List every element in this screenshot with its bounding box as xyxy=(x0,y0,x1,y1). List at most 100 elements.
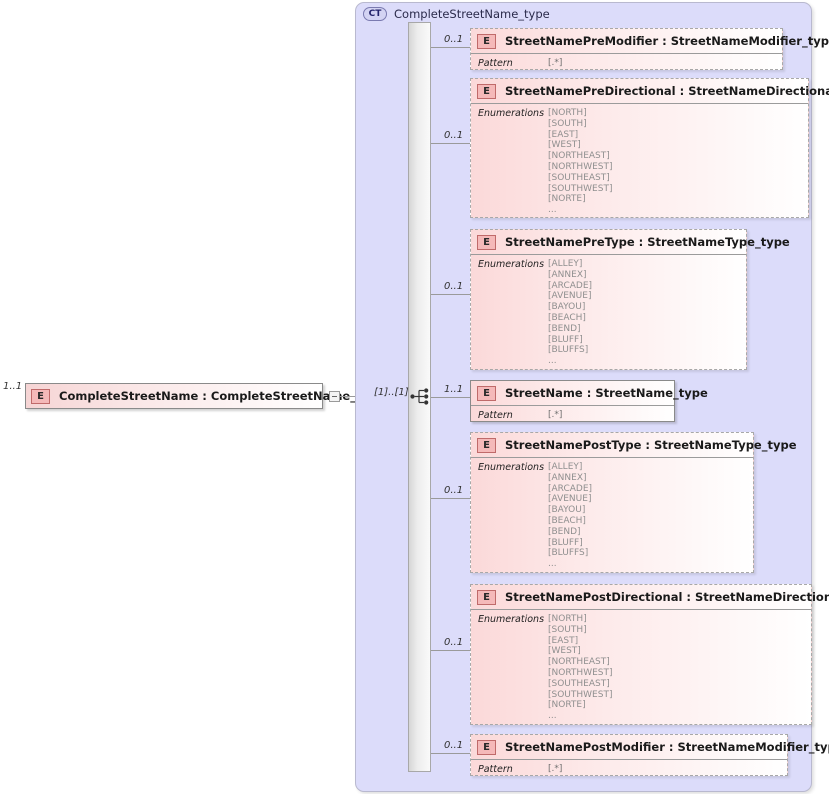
facet-value-line: [SOUTHWEST] xyxy=(548,689,613,700)
element-badge-icon: E xyxy=(477,33,496,49)
cardinality-3: 1..1 xyxy=(444,384,464,395)
facet-value-line: [NORTHWEST] xyxy=(548,161,613,172)
node-facets: Enumerations [ALLEY][ANNEX][ARCADE][AVEN… xyxy=(471,255,746,372)
node-label: StreetNamePostModifier : StreetNameModif… xyxy=(505,740,829,754)
node-facets: Pattern [.*] xyxy=(471,54,782,75)
node-header: E StreetNamePostType : StreetNameType_ty… xyxy=(471,433,797,458)
complextype-badge-icon: CT xyxy=(363,7,387,21)
node-label: StreetName : StreetName_type xyxy=(505,386,708,400)
element-node-street-name[interactable]: E StreetName : StreetName_type Pattern [… xyxy=(470,380,708,422)
facet-value-line: [SOUTHEAST] xyxy=(548,678,610,689)
element-node-street-name-pre-type[interactable]: E StreetNamePreType : StreetNameType_typ… xyxy=(470,229,790,372)
cardinality-4: 0..1 xyxy=(444,485,464,496)
facet-value-line: [EAST] xyxy=(548,129,579,140)
cardinality-2: 0..1 xyxy=(444,281,464,292)
element-node-street-name-post-type[interactable]: E StreetNamePostType : StreetNameType_ty… xyxy=(470,432,797,573)
facet-values: [.*] xyxy=(548,58,562,70)
facet-values: [NORTH][SOUTH][EAST][WEST][NORTHEAST][NO… xyxy=(548,614,613,722)
collapse-toggle-icon[interactable] xyxy=(329,391,340,402)
facet-value-line: [WEST] xyxy=(548,140,581,151)
facet-name: Pattern xyxy=(478,410,513,421)
node-header: E StreetNamePreDirectional : StreetNameD… xyxy=(471,79,829,104)
node-label: StreetNamePostDirectional : StreetNameDi… xyxy=(505,590,829,604)
facet-value-line: ... xyxy=(548,559,557,570)
element-badge-icon: E xyxy=(477,739,496,755)
element-node-street-name-post-directional[interactable]: E StreetNamePostDirectional : StreetName… xyxy=(470,584,829,727)
facet-value-line: ... xyxy=(548,356,557,367)
node-facets: Enumerations [NORTH][SOUTH][EAST][WEST][… xyxy=(471,104,808,221)
facet-value-line: [SOUTH] xyxy=(548,118,587,129)
root-cardinality: 1..1 xyxy=(3,381,23,392)
facet-value-line: [NORTHEAST] xyxy=(548,151,610,162)
facet-value-line: [ARCADE] xyxy=(548,483,593,494)
element-badge-icon: E xyxy=(477,83,496,99)
facet-value-line: [.*] xyxy=(548,410,563,420)
connector-line-4 xyxy=(431,498,470,499)
root-link-cardinality: [1]..[1] xyxy=(374,387,409,398)
facet-value-line: [.*] xyxy=(548,764,563,774)
facet-name: Enumerations xyxy=(478,614,545,625)
node-facets: Pattern [.*] xyxy=(471,406,674,427)
facet-value-line: [ANNEX] xyxy=(548,269,587,280)
cardinality-0: 0..1 xyxy=(444,34,464,45)
connector-line-1 xyxy=(431,143,470,144)
element-node-street-name-post-modifier[interactable]: E StreetNamePostModifier : StreetNameMod… xyxy=(470,734,829,776)
facet-value-line: [SOUTHEAST] xyxy=(548,172,610,183)
facet-name: Enumerations xyxy=(478,259,545,270)
facet-values: [ALLEY][ANNEX][ARCADE][AVENUE][BAYOU][BE… xyxy=(548,259,592,367)
facet-value-line: [BLUFFS] xyxy=(548,345,589,356)
node-header: E StreetNamePostDirectional : StreetName… xyxy=(471,585,829,610)
facet-value-line: [.*] xyxy=(548,58,563,68)
facet-value-line: [WEST] xyxy=(548,646,581,657)
cardinality-6: 0..1 xyxy=(444,740,464,751)
facet-value-line: [SOUTH] xyxy=(548,624,587,635)
facet-value-line: [ANNEX] xyxy=(548,472,587,483)
root-connector-line xyxy=(340,396,358,397)
facet-value-line: [NORTE] xyxy=(548,700,586,711)
facet-values: [.*] xyxy=(548,764,562,776)
connector-line-0 xyxy=(431,47,470,48)
facet-value-line: [BEND] xyxy=(548,323,581,334)
facet-name: Enumerations xyxy=(478,108,545,119)
complextype-title: CompleteStreetName_type xyxy=(394,7,550,21)
facet-value-line: [NORTE] xyxy=(548,194,586,205)
element-node-street-name-pre-modifier[interactable]: E StreetNamePreModifier : StreetNameModi… xyxy=(470,28,829,70)
element-badge-icon: E xyxy=(477,437,496,453)
root-element-node[interactable]: E CompleteStreetName : CompleteStreetNam… xyxy=(25,383,385,409)
facet-name: Pattern xyxy=(478,764,513,775)
facet-values: [ALLEY][ANNEX][ARCADE][AVENUE][BAYOU][BE… xyxy=(548,462,592,570)
connector-line-5 xyxy=(431,650,470,651)
facet-value-line: [ALLEY] xyxy=(548,462,583,472)
node-label: StreetNamePostType : StreetNameType_type xyxy=(505,438,797,452)
root-element-label: CompleteStreetName : CompleteStreetName_… xyxy=(59,389,385,403)
facet-value-line: [BAYOU] xyxy=(548,505,586,516)
node-label: StreetNamePreDirectional : StreetNameDir… xyxy=(505,84,829,98)
node-facets: Enumerations [NORTH][SOUTH][EAST][WEST][… xyxy=(471,610,811,727)
node-header: E StreetNamePreModifier : StreetNameModi… xyxy=(471,29,829,54)
facet-value-line: [ARCADE] xyxy=(548,280,593,291)
facet-value-line: [EAST] xyxy=(548,635,579,646)
facet-value-line: [NORTHEAST] xyxy=(548,657,610,668)
cardinality-1: 0..1 xyxy=(444,130,464,141)
node-header: E StreetNamePostModifier : StreetNameMod… xyxy=(471,735,829,760)
facet-value-line: [BEACH] xyxy=(548,312,586,323)
facet-value-line: [BAYOU] xyxy=(548,302,586,313)
node-label: StreetNamePreType : StreetNameType_type xyxy=(505,235,790,249)
facet-name: Pattern xyxy=(478,58,513,69)
node-facets: Pattern [.*] xyxy=(471,760,787,781)
facet-values: [NORTH][SOUTH][EAST][WEST][NORTHEAST][NO… xyxy=(548,108,613,216)
sequence-compositor-icon[interactable] xyxy=(410,388,432,405)
node-label: StreetNamePreModifier : StreetNameModifi… xyxy=(505,34,829,48)
facet-value-line: [BLUFF] xyxy=(548,334,583,345)
element-badge-icon: E xyxy=(477,234,496,250)
element-badge-icon: E xyxy=(31,388,50,404)
element-node-street-name-pre-directional[interactable]: E StreetNamePreDirectional : StreetNameD… xyxy=(470,78,829,221)
element-badge-icon: E xyxy=(477,589,496,605)
facet-value-line: [NORTHWEST] xyxy=(548,667,613,678)
facet-value-line: [BLUFFS] xyxy=(548,548,589,559)
facet-name: Enumerations xyxy=(478,462,545,473)
node-header: E StreetName : StreetName_type xyxy=(471,381,708,406)
facet-value-line: [BEACH] xyxy=(548,515,586,526)
facet-value-line: [ALLEY] xyxy=(548,259,583,269)
facet-value-line: ... xyxy=(548,205,557,216)
